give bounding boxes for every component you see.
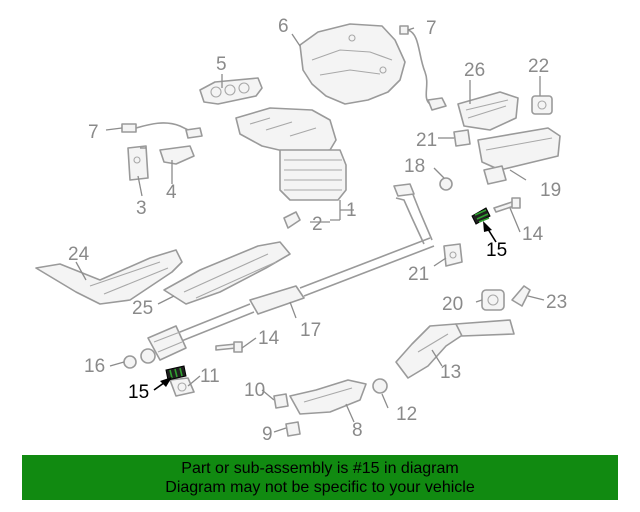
part-15-spring-upper <box>471 207 491 225</box>
callout-1: 1 <box>346 200 357 221</box>
part-26-heat-shield <box>457 91 519 131</box>
part-8-flex-pipe <box>289 379 367 415</box>
callout-2: 2 <box>312 214 323 235</box>
part-9-nut <box>285 421 301 437</box>
part-21-bracket-upper <box>453 129 471 147</box>
part-16-gasket <box>123 348 156 369</box>
leader-lines <box>75 27 545 433</box>
part-12-gasket <box>372 378 388 394</box>
part-2-stud <box>283 211 301 229</box>
callout-9: 9 <box>262 424 273 445</box>
exhaust-parts-diagram: 6 7 5 26 22 7 21 18 19 3 4 1 2 14 15 24 … <box>35 16 567 445</box>
callout-labels: 6 7 5 26 22 7 21 18 19 3 4 1 2 14 15 24 … <box>68 16 567 445</box>
part-3-bracket <box>127 145 149 181</box>
callout-4: 4 <box>166 182 177 203</box>
callout-6: 6 <box>278 16 289 37</box>
callout-5: 5 <box>216 54 227 75</box>
callout-8: 8 <box>352 420 363 441</box>
part-1-exhaust-manifold-converter <box>235 107 347 201</box>
callout-10: 10 <box>244 380 265 401</box>
callout-22: 22 <box>528 56 549 77</box>
callout-18: 18 <box>404 156 425 177</box>
part-21-bracket-lower <box>443 243 463 267</box>
part-center-pipe <box>393 183 433 245</box>
part-5-manifold-gasket <box>199 77 263 105</box>
callout-14-lower: 14 <box>258 328 280 349</box>
part-23-bracket <box>511 285 531 307</box>
callout-12: 12 <box>396 404 417 425</box>
part-17-front-pipe <box>147 237 435 361</box>
callout-26: 26 <box>464 60 485 81</box>
part-22-mount-rubber <box>531 95 553 115</box>
callout-15-upper: 15 <box>486 240 507 261</box>
callout-7-left: 7 <box>88 122 99 143</box>
callout-19: 19 <box>540 180 561 201</box>
callout-17: 17 <box>300 320 321 341</box>
part-4-bracket <box>159 145 195 165</box>
part-15-spring-lower <box>165 365 187 381</box>
callout-13: 13 <box>440 362 461 383</box>
callout-24: 24 <box>68 244 90 265</box>
footer-line-disclaimer: Diagram may not be specific to your vehi… <box>165 479 475 496</box>
callout-11: 11 <box>200 366 220 387</box>
callout-16: 16 <box>84 356 105 377</box>
part-10-nut <box>273 393 289 409</box>
callout-15-lower: 15 <box>128 382 149 403</box>
part-18-gasket-ring <box>439 177 453 191</box>
part-20-mount-rubber <box>481 289 505 311</box>
footer-banner: Part or sub-assembly is #15 in diagram D… <box>22 455 618 500</box>
callout-3: 3 <box>136 198 147 219</box>
callout-25: 25 <box>132 298 153 319</box>
callout-23: 23 <box>546 292 567 313</box>
part-7-oxygen-sensor-lower <box>121 122 203 139</box>
part-7-oxygen-sensor-upper <box>399 25 447 111</box>
part-13-pipe-assembly <box>395 319 515 379</box>
callout-20: 20 <box>442 294 463 315</box>
part-14-bolt-upper <box>493 197 521 213</box>
footer-line-part-reference: Part or sub-assembly is #15 in diagram <box>181 460 459 477</box>
part-24-heat-shield <box>35 249 183 305</box>
part-14-bolt-lower <box>215 341 243 353</box>
callout-21-upper: 21 <box>416 130 437 151</box>
part-15-callout-arrows <box>153 221 497 391</box>
callout-21-lower: 21 <box>408 264 429 285</box>
callout-14-upper: 14 <box>522 224 544 245</box>
part-25-heat-shield <box>163 241 291 305</box>
part-6-manifold-cover <box>299 23 406 105</box>
part-19-muffler <box>477 127 561 185</box>
callout-7-upper: 7 <box>426 18 437 39</box>
part-11-flange <box>169 377 195 397</box>
